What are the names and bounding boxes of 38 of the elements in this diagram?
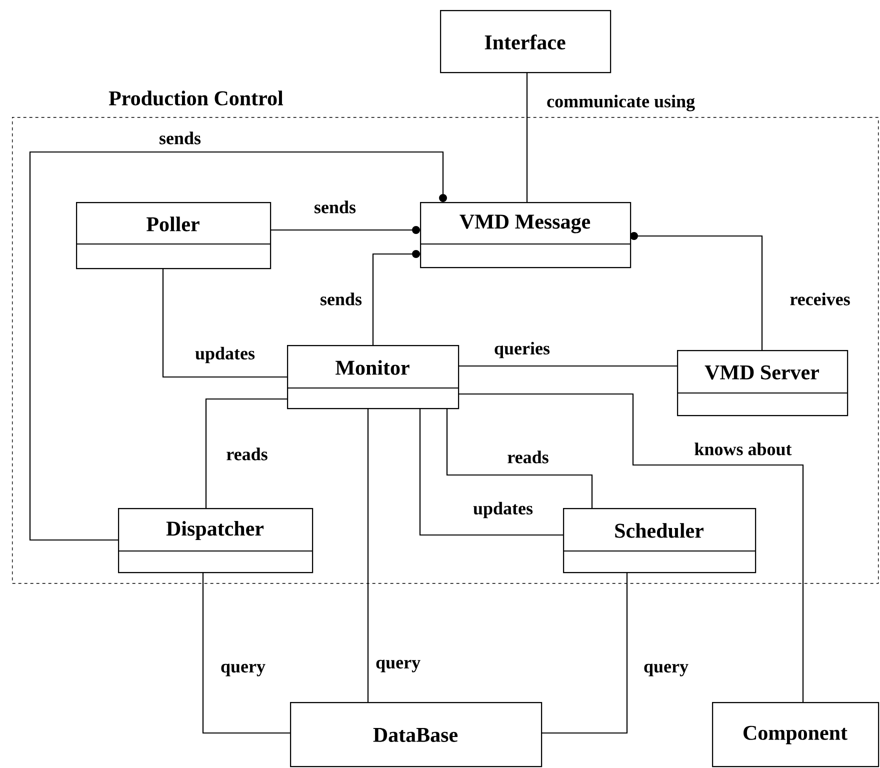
edge-label: updates xyxy=(472,500,534,520)
connector xyxy=(372,250,420,345)
class-box: Dispatcher xyxy=(118,508,314,574)
connector xyxy=(29,151,447,541)
connector xyxy=(526,72,528,202)
edge-label: reads xyxy=(225,446,269,462)
class-box: VMD Server xyxy=(677,350,848,416)
box: DataBase xyxy=(290,702,542,768)
class-box: Monitor xyxy=(287,345,460,410)
connector xyxy=(630,232,763,350)
edge-label: query xyxy=(642,662,690,678)
connector xyxy=(458,393,804,702)
edge-label: sends xyxy=(158,130,202,146)
node-label: Production Control xyxy=(108,90,284,106)
connector xyxy=(367,408,369,702)
edge-label: sends xyxy=(313,200,358,214)
class-box: Poller xyxy=(76,202,272,270)
connector xyxy=(458,365,677,367)
edge-label: query xyxy=(374,658,422,674)
edge-label: knows about xyxy=(693,442,793,456)
edge-label: updates xyxy=(194,346,256,364)
box: Interface xyxy=(440,10,612,74)
edge-label: query xyxy=(220,662,266,678)
edge-label: queries xyxy=(493,340,551,360)
connector xyxy=(162,268,287,378)
connector xyxy=(202,572,290,734)
connector xyxy=(419,408,563,536)
class-box: VMD Message xyxy=(420,202,632,268)
edge-label: receives xyxy=(788,292,852,306)
connector xyxy=(270,226,420,234)
edge-label: sends xyxy=(319,292,364,306)
edge-label: communicate using xyxy=(546,94,696,112)
box: Component xyxy=(712,702,880,768)
connector xyxy=(205,398,287,508)
class-box: Scheduler xyxy=(563,508,756,574)
connector xyxy=(446,408,593,508)
connector xyxy=(541,572,628,734)
edge-label: reads xyxy=(506,450,550,464)
